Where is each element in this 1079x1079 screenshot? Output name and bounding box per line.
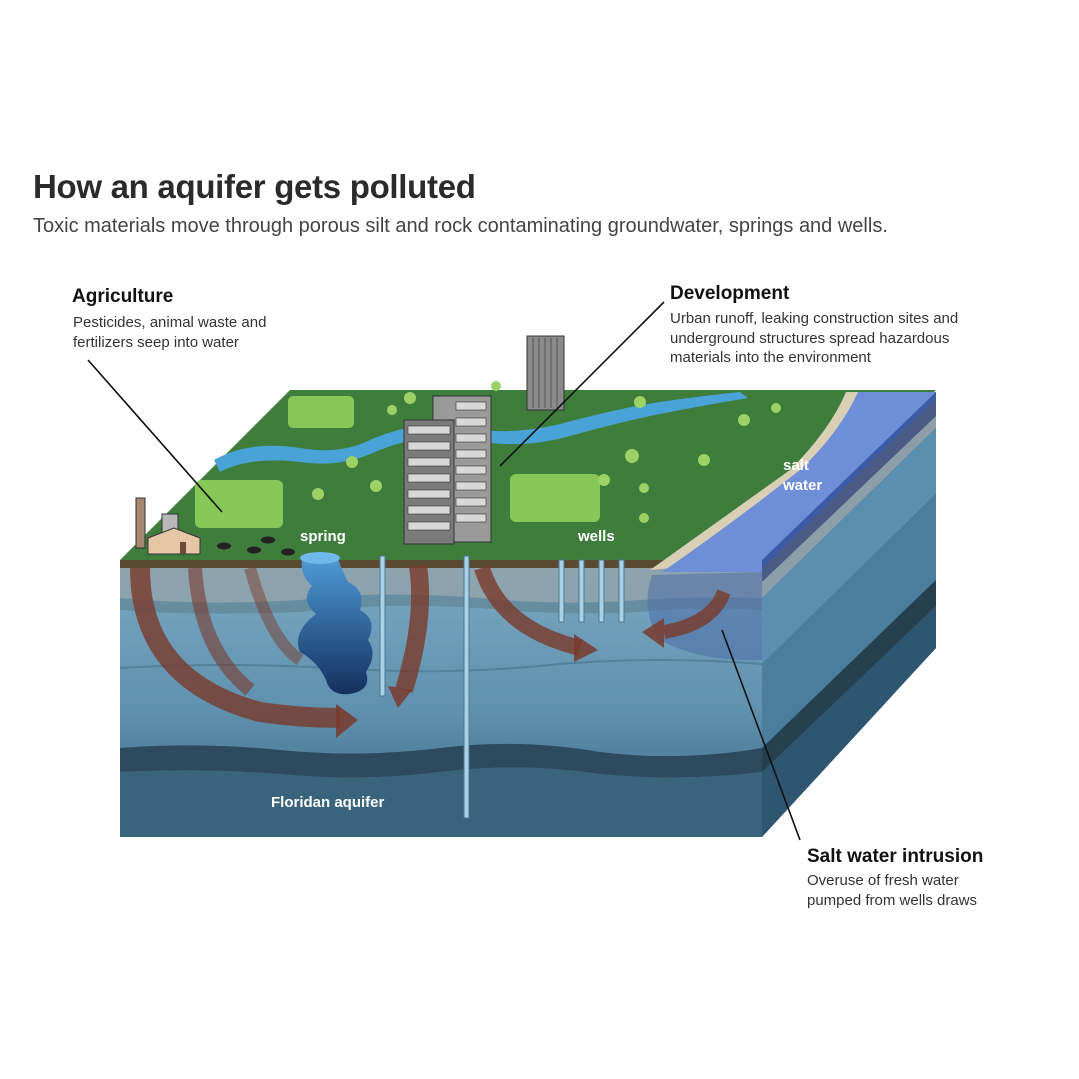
salt-water-intrusion-line-1: Overuse of fresh water (807, 872, 959, 889)
development-line-2: underground structures spread hazardous (670, 329, 950, 347)
confining-layer (120, 743, 762, 778)
agriculture-line-2: fertilizers seep into water (73, 333, 239, 351)
farm-buildings (135, 497, 201, 555)
aquifer-label: Floridan aquifer (271, 794, 385, 811)
leader-lines (87, 301, 801, 841)
trees (312, 381, 781, 523)
pollution-flow-arrows (130, 564, 731, 728)
development-line-3: materials into the environment (670, 349, 871, 366)
agriculture-line-1: Pesticides, animal waste and (73, 314, 267, 331)
ocean-surface (647, 392, 936, 661)
crop-field-left (195, 480, 283, 528)
development-heading: Development (670, 283, 790, 304)
spring-plume (298, 558, 373, 695)
development-description: Urban runoff, leaking construction sites… (670, 309, 958, 368)
agriculture-heading: Agriculture (72, 286, 174, 307)
cows (217, 536, 295, 556)
salt-water-label-line1: salt (783, 457, 809, 474)
page-subtitle: Toxic materials move through porous silt… (33, 215, 888, 237)
agriculture-description: Pesticides, animal waste and fertilizers… (73, 313, 266, 352)
salt-water-label-line2: water (782, 477, 822, 494)
wells (379, 555, 625, 819)
wells-label: wells (577, 528, 615, 545)
block-side-face (762, 392, 936, 837)
crop-field-back (288, 396, 354, 428)
page-title: How an aquifer gets polluted (33, 168, 476, 205)
pollution-arrow-heads (336, 618, 664, 738)
city-buildings (403, 335, 565, 545)
salt-water-intrusion-line-2: pumped from wells draws (807, 891, 978, 909)
spring-label: spring (300, 528, 346, 545)
salt-water-intrusion-description: Overuse of fresh water pumped from wells… (807, 871, 977, 910)
development-line-1: Urban runoff, leaking construction sites… (670, 310, 959, 327)
crop-field-right (510, 474, 600, 522)
salt-water-intrusion-heading: Salt water intrusion (807, 846, 984, 867)
